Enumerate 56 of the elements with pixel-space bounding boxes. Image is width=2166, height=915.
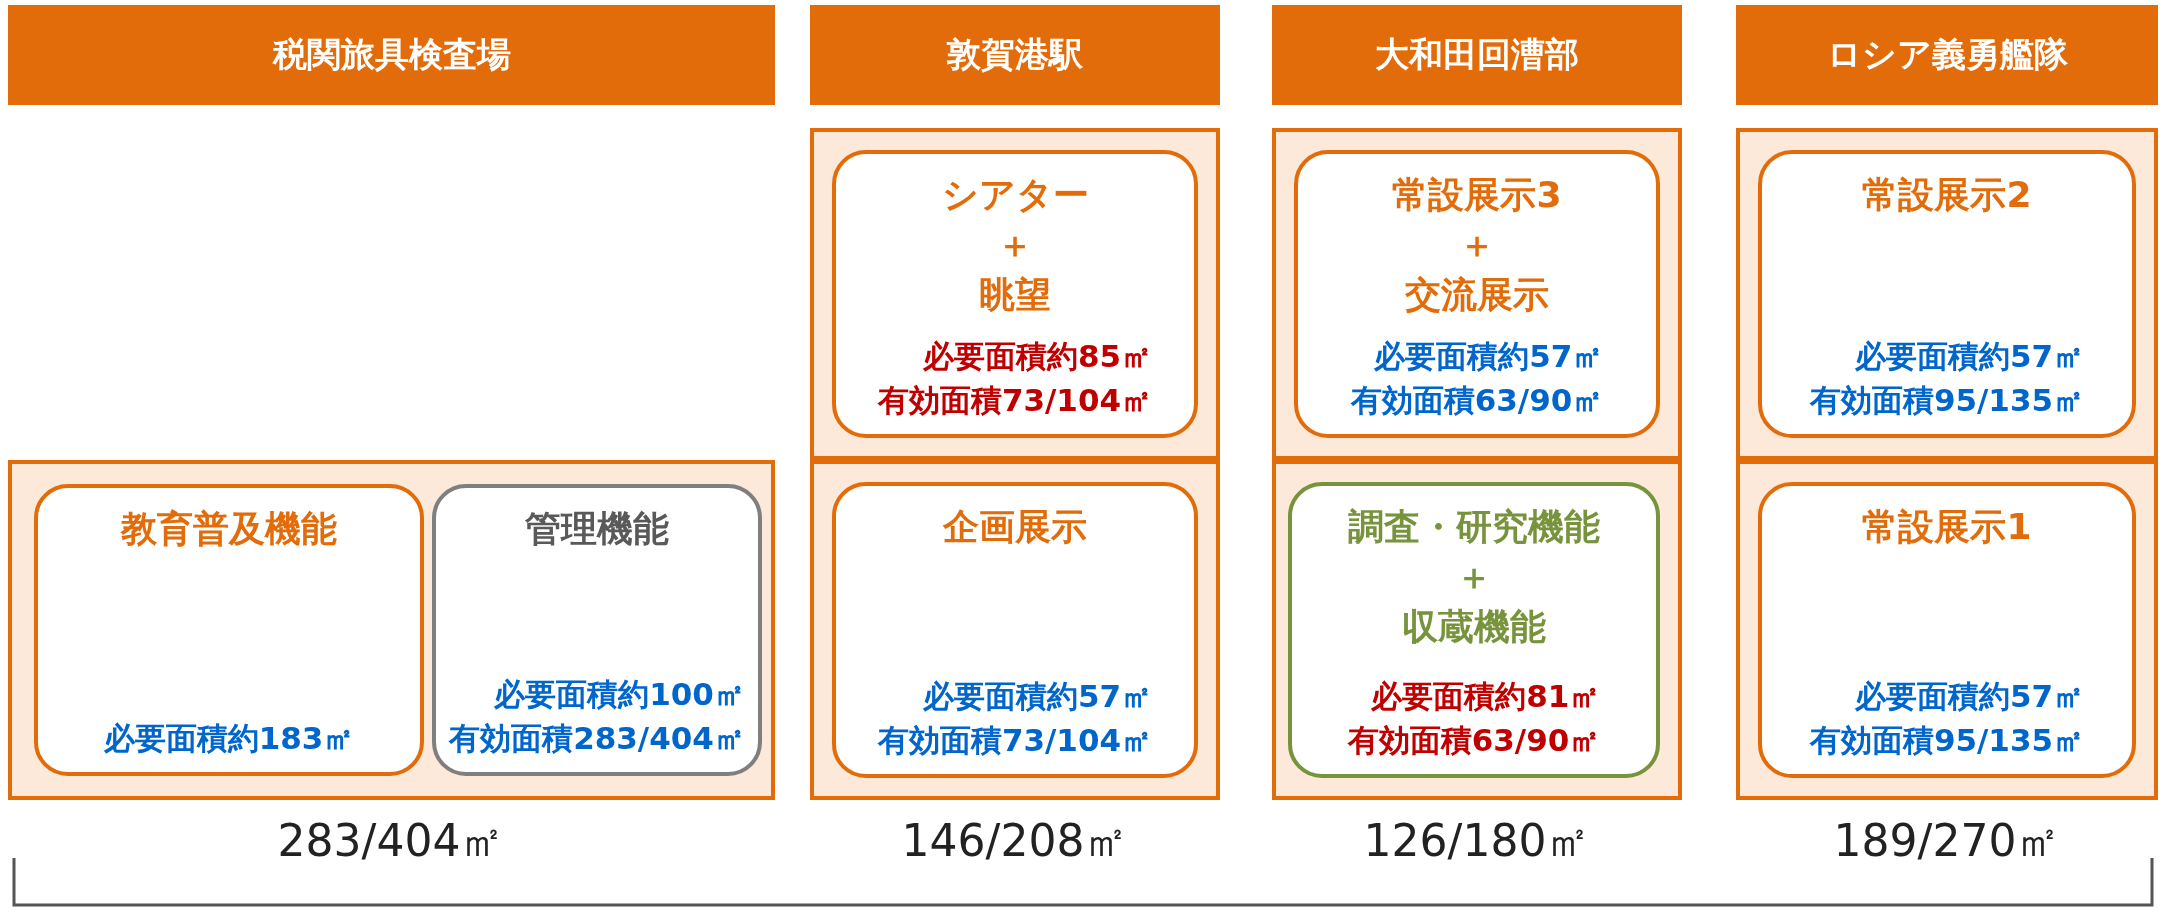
required-area: 必要面積約57㎡ bbox=[1374, 334, 1604, 378]
required-area: 必要面積約57㎡ bbox=[922, 674, 1153, 718]
plus-sign: ＋ bbox=[1459, 223, 1495, 267]
required-area: 必要面積約81㎡ bbox=[1371, 674, 1601, 718]
plus-sign: ＋ bbox=[997, 223, 1033, 267]
room-title: 企画展示 bbox=[943, 505, 1087, 549]
room-title: シアター bbox=[941, 173, 1089, 217]
column-panel bbox=[810, 128, 1220, 460]
effective-area: 有効面積63/90㎡ bbox=[1350, 378, 1604, 422]
room-title: 常設展示3 bbox=[1392, 173, 1562, 217]
area-total: 126/180㎡ bbox=[1363, 814, 1591, 868]
required-area: 必要面積約85㎡ bbox=[922, 334, 1153, 378]
header-bar bbox=[810, 5, 1220, 105]
room-box bbox=[1758, 482, 2136, 778]
header-bar bbox=[1272, 5, 1682, 105]
room-box bbox=[832, 482, 1198, 778]
column-panel bbox=[8, 460, 775, 800]
area-total: 189/270㎡ bbox=[1833, 814, 2061, 868]
header-bar bbox=[1736, 5, 2158, 105]
room-title: 常設展示1 bbox=[1862, 505, 2032, 549]
column-heading: ロシア義勇艦隊 bbox=[1826, 33, 2068, 76]
room-title: 収蔵機能 bbox=[1402, 605, 1546, 649]
area-total: 283/404㎡ bbox=[277, 814, 505, 868]
required-area: 必要面積約100㎡ bbox=[494, 672, 745, 716]
column-panel bbox=[1736, 128, 2158, 460]
room-box bbox=[1758, 150, 2136, 438]
effective-area: 有効面積63/90㎡ bbox=[1347, 718, 1601, 762]
room-title: 教育普及機能 bbox=[121, 507, 337, 551]
room-title: 常設展示2 bbox=[1862, 173, 2032, 217]
column-panel bbox=[1736, 460, 2158, 800]
column-panel bbox=[1272, 128, 1682, 460]
room-box bbox=[432, 484, 762, 776]
column-heading: 敦賀港駅 bbox=[947, 33, 1083, 76]
required-area: 必要面積約57㎡ bbox=[1854, 334, 2085, 378]
column-heading: 大和田回漕部 bbox=[1375, 33, 1579, 76]
room-box bbox=[1294, 150, 1660, 438]
column-panel bbox=[810, 460, 1220, 800]
room-box bbox=[832, 150, 1198, 438]
area-total: 146/208㎡ bbox=[901, 814, 1129, 868]
room-title: 眺望 bbox=[979, 273, 1051, 317]
room-title: 交流展示 bbox=[1405, 273, 1549, 317]
effective-area: 有効面積95/135㎡ bbox=[1809, 718, 2085, 762]
room-title: 管理機能 bbox=[525, 507, 669, 551]
room-box bbox=[1288, 482, 1660, 778]
column-heading: 税関旅具検査場 bbox=[272, 33, 511, 76]
effective-area: 有効面積73/104㎡ bbox=[877, 378, 1153, 422]
plus-sign: ＋ bbox=[1456, 555, 1492, 599]
column-panel bbox=[1272, 460, 1682, 800]
room-title: 調査・研究機能 bbox=[1348, 505, 1600, 549]
effective-area: 有効面積95/135㎡ bbox=[1809, 378, 2085, 422]
effective-area: 有効面積73/104㎡ bbox=[877, 718, 1153, 762]
required-area: 必要面積約183㎡ bbox=[103, 716, 355, 760]
effective-area: 有効面積283/404㎡ bbox=[449, 716, 745, 760]
room-box bbox=[34, 484, 424, 776]
required-area: 必要面積約57㎡ bbox=[1854, 674, 2085, 718]
header-bar bbox=[8, 5, 775, 105]
